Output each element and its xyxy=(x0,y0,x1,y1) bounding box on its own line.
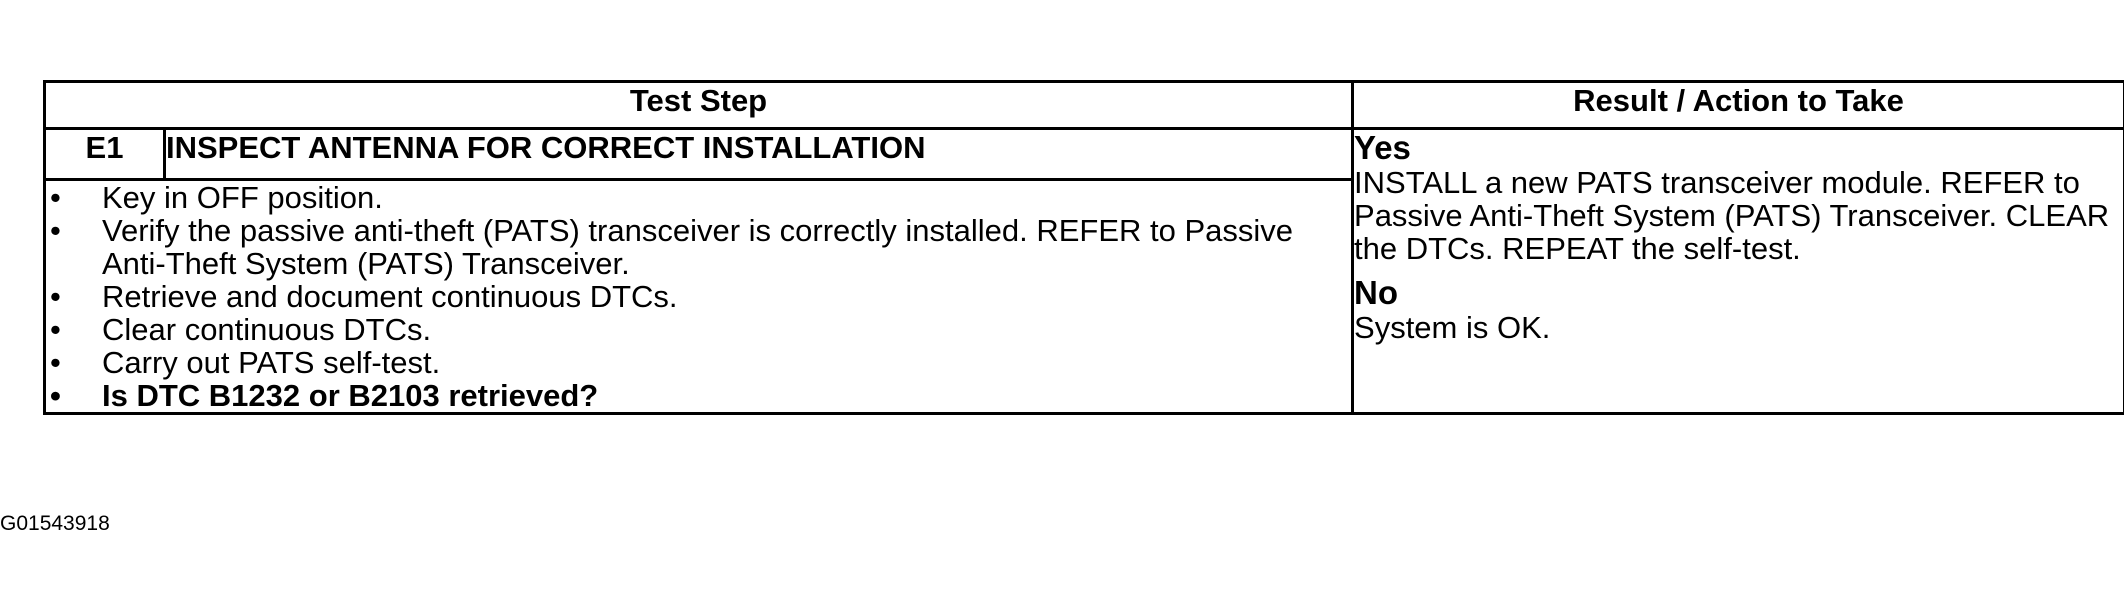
step-body: • Key in OFF position. • Verify the passiv… xyxy=(42,178,1355,415)
header-result-action: Result / Action to Take xyxy=(1351,80,2124,130)
bullet-text: Is DTC B1232 or B2103 retrieved? xyxy=(102,378,599,413)
bullet-text: Clear continuous DTCs. xyxy=(102,312,432,347)
result-no-text: System is OK. xyxy=(1354,310,1551,345)
list-item-question: • Is DTC B1232 or B2103 retrieved? xyxy=(46,379,1351,412)
bullet-text: Carry out PATS self-test. xyxy=(102,345,441,380)
bullet-icon: • xyxy=(50,180,61,215)
bullet-text: Key in OFF position. xyxy=(102,180,383,215)
bullet-icon: • xyxy=(50,279,61,314)
bullet-text: Retrieve and document continuous DTCs. xyxy=(102,279,678,314)
result-yes-label: Yes xyxy=(1354,129,1411,166)
list-item: • Clear continuous DTCs. xyxy=(46,313,1351,346)
step-bullet-list: • Key in OFF position. • Verify the passiv… xyxy=(46,181,1351,412)
bullet-icon: • xyxy=(50,213,61,248)
step-body-row: • Key in OFF position. • Verify the passiv… xyxy=(42,178,2124,415)
result-yes-text: INSTALL a new PATS transceiver module. R… xyxy=(1354,165,2110,266)
list-item: • Carry out PATS self-test. xyxy=(46,346,1351,379)
result-no-label: No xyxy=(1354,274,1399,311)
list-item: • Key in OFF position. xyxy=(46,181,1351,214)
step-title: INSPECT ANTENNA FOR CORRECT INSTALLATION xyxy=(162,127,1355,181)
bullet-text: Verify the passive anti-theft (PATS) tra… xyxy=(102,213,1294,281)
header-test-step: Test Step xyxy=(42,80,1355,130)
list-item: • Verify the passive anti-theft (PATS) tr… xyxy=(46,214,1351,280)
table-header-row: Test Step Result / Action to Take xyxy=(42,80,2124,130)
bullet-icon: • xyxy=(50,378,61,413)
bullet-icon: • xyxy=(50,345,61,380)
bullet-icon: • xyxy=(50,312,61,347)
figure-id: G01543918 xyxy=(0,512,110,535)
list-item: • Retrieve and document continuous DTCs. xyxy=(46,280,1351,313)
result-cell: Yes INSTALL a new PATS transceiver modul… xyxy=(1351,127,2124,415)
test-step-table: Test Step Result / Action to Take E1 INS… xyxy=(42,80,2124,415)
test-step-table-container: Test Step Result / Action to Take E1 INS… xyxy=(42,80,2124,415)
step-id: E1 xyxy=(43,127,166,181)
step-title-row: E1 INSPECT ANTENNA FOR CORRECT INSTALLAT… xyxy=(43,127,2124,415)
